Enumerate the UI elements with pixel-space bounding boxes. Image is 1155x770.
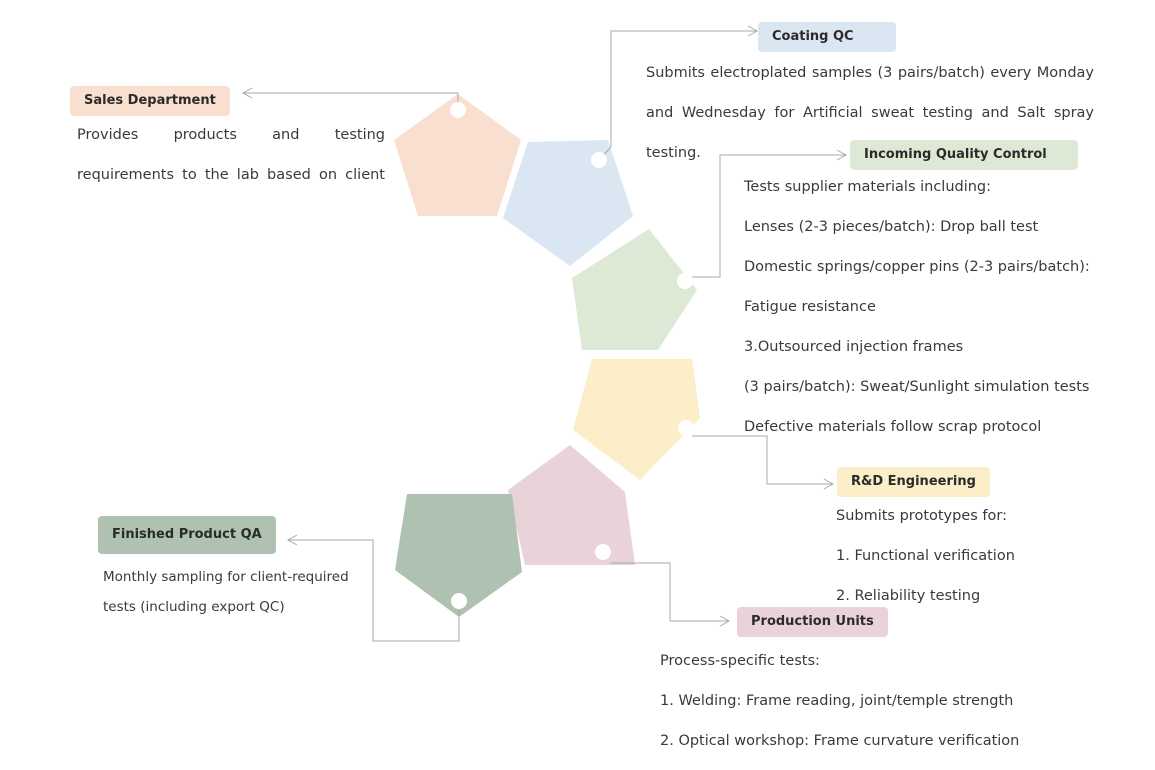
finished-line-2: tests (including export QC) [103,599,285,615]
rnd-engineering-label: R&D Engineering [837,467,990,497]
coating-qc-label: Coating QC [758,22,896,52]
node-dots [450,102,694,609]
pentagon-finished [395,494,522,617]
finished-product-qa-label: Finished Product QA [98,516,276,554]
sales-department-label: Sales Department [70,86,230,116]
iqc-line-1: Tests supplier materials including: [744,179,992,195]
coating-qc-description: Submits electroplated samples (3 pairs/b… [646,53,1094,173]
production-units-description: Process-specific tests: 1. Welding: Fram… [660,641,1080,761]
sales-department-description: Provides products and testing requiremen… [77,115,385,195]
connector-rnd-arrowhead [823,478,835,490]
production-line-2: 1. Welding: Frame reading, joint/temple … [660,693,1014,709]
connector-coating-arrowhead [747,25,759,37]
dot-production [595,544,611,560]
iqc-line-4: Fatigue resistance [744,299,876,315]
connector-coating [598,30,757,161]
iqc-line-3: Domestic springs/copper pins (2-3 pairs/… [744,259,1090,275]
sales-line-2: requirements to the lab based on client [77,167,385,183]
pentagon-iqc [572,229,697,350]
connector-production-arrowhead [719,615,731,627]
rnd-line-1: Submits prototypes for: [836,508,1007,524]
coating-line-1: Submits electroplated samples (3 pairs/b… [646,65,1094,81]
connector-sales [243,92,459,110]
connector-finished [288,539,460,642]
dot-finished [451,593,467,609]
dot-sales [450,102,466,118]
finished-line-1: Monthly sampling for client-required [103,569,349,585]
dot-rnd [678,420,694,436]
iqc-line-6: (3 pairs/batch): Sweat/Sunlight simulati… [744,379,1090,395]
production-units-label: Production Units [737,607,888,637]
connector-finished-arrowhead [286,534,298,546]
connector-production [611,562,729,622]
coating-line-3: testing. [646,145,701,161]
dot-coating [591,152,607,168]
pentagon-coating [503,140,633,266]
connector-iqc [685,154,846,278]
connector-iqc-arrowhead [836,149,848,161]
iqc-line-5: 3.Outsourced injection frames [744,339,964,355]
connector-rnd [692,435,833,485]
iqc-line-7: Defective materials follow scrap protoco… [744,419,1042,435]
sales-line-1: Provides products and testing [77,127,385,143]
connector-sales-arrowhead [241,87,253,99]
iqc-line-2: Lenses (2-3 pieces/batch): Drop ball tes… [744,219,1039,235]
dot-iqc [677,273,693,289]
coating-line-2: and Wednesday for Artificial sweat testi… [646,105,1094,121]
rnd-line-3: 2. Reliability testing [836,588,981,604]
pentagon-sales [394,94,521,216]
pentagon-rnd [573,359,700,480]
rnd-engineering-description: Submits prototypes for: 1. Functional ve… [836,496,1136,616]
incoming-quality-control-description: Tests supplier materials including: Lens… [744,167,1114,447]
pentagon-production [508,445,635,565]
incoming-quality-control-label: Incoming Quality Control [850,140,1078,170]
production-line-3: 2. Optical workshop: Frame curvature ver… [660,733,1020,749]
rnd-line-2: 1. Functional verification [836,548,1015,564]
finished-product-qa-description: Monthly sampling for client-required tes… [103,562,373,622]
production-line-1: Process-specific tests: [660,653,820,669]
